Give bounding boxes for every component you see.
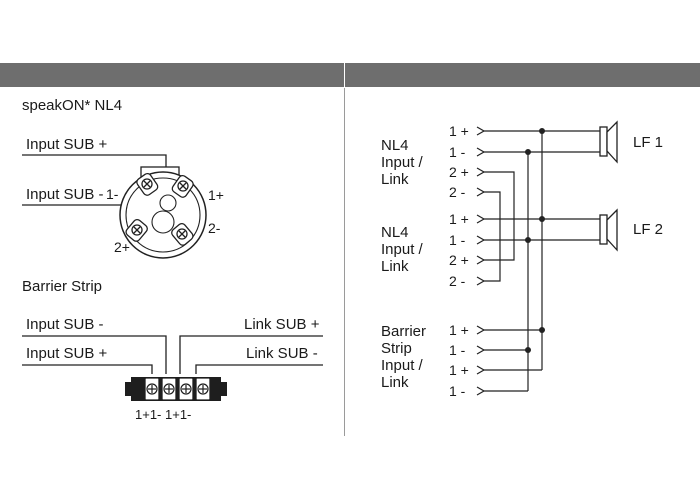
svg-text:Input /: Input / (381, 154, 424, 171)
speakon-pin-2-plus: 2+ (114, 239, 130, 255)
speaker-lf1-icon (599, 120, 618, 164)
svg-text:Strip: Strip (381, 340, 412, 357)
barrier-label: Barrier Strip (22, 278, 102, 295)
group-1-label: NL4 Input / Link (381, 137, 424, 188)
speakon-screw-2 (171, 174, 194, 198)
header-divider (344, 63, 345, 87)
group-2-label: NL4 Input / Link (381, 224, 424, 275)
speakon-input-sub-plus-label: Input SUB + (26, 136, 108, 153)
barrier-wires (22, 335, 323, 374)
barrier-input-sub-plus-label: Input SUB + (26, 345, 108, 362)
svg-text:1 +: 1 + (449, 123, 469, 139)
svg-text:Link: Link (381, 374, 409, 391)
svg-text:1 +: 1 + (449, 362, 469, 378)
svg-text:1 +: 1 + (449, 211, 469, 227)
barrier-link-sub-plus-label: Link SUB + (244, 316, 320, 333)
svg-text:2 -: 2 - (449, 184, 466, 200)
speakon-connector (119, 166, 207, 259)
junction-dots (525, 128, 545, 353)
svg-text:1 -: 1 - (449, 342, 466, 358)
speakon-pin-1-plus: 1+ (208, 187, 224, 203)
speaker-lf2-icon (599, 208, 618, 252)
group-2-pins: 1 + 1 - 2 + 2 - (449, 211, 469, 289)
group-3-label: Barrier Strip Input / Link (381, 323, 426, 391)
speaker-lf1-label: LF 1 (633, 134, 663, 151)
barrier-terminal-labels: 1+1- 1+1- (135, 407, 191, 422)
speakon-section: speakON* NL4 Input SUB + Input SUB - (22, 97, 224, 259)
header-bar (0, 63, 700, 87)
svg-text:Barrier: Barrier (381, 323, 426, 340)
speakon-pin-2-minus: 2- (208, 220, 221, 236)
svg-text:1 +: 1 + (449, 322, 469, 338)
group-1-pins: 1 + 1 - 2 + 2 - (449, 123, 469, 200)
schematic-section: NL4 Input / Link NL4 Input / Link Barrie… (381, 120, 663, 399)
svg-text:NL4: NL4 (381, 224, 409, 241)
svg-text:1 -: 1 - (449, 383, 466, 399)
barrier-strip (125, 377, 227, 401)
svg-text:2 -: 2 - (449, 273, 466, 289)
speaker-lf2-label: LF 2 (633, 221, 663, 238)
speakon-pin-1-minus: 1- (106, 186, 119, 202)
schematic-wiring (476, 126, 600, 396)
svg-text:2 +: 2 + (449, 164, 469, 180)
speakon-label: speakON* NL4 (22, 97, 122, 114)
svg-text:Input /: Input / (381, 241, 424, 258)
svg-text:NL4: NL4 (381, 137, 409, 154)
speakon-screw-3 (125, 218, 148, 242)
column-divider (344, 88, 345, 436)
barrier-section: Barrier Strip Input SUB - Input SUB + Li… (22, 278, 323, 422)
schematic-title: Internal Schematic (455, 3, 590, 20)
svg-text:Input /: Input / (381, 357, 424, 374)
connector-title: Connector (134, 3, 210, 20)
barrier-link-sub-minus-label: Link SUB - (246, 345, 318, 362)
svg-text:Link: Link (381, 258, 409, 275)
speakon-screw-1 (136, 172, 159, 196)
speakon-screw-4 (171, 222, 194, 246)
svg-text:1 -: 1 - (449, 144, 466, 160)
svg-text:2 +: 2 + (449, 252, 469, 268)
speakon-input-sub-minus-label: Input SUB - (26, 186, 104, 203)
group-3-pins: 1 + 1 - 1 + 1 - (449, 322, 469, 399)
barrier-input-sub-minus-label: Input SUB - (26, 316, 104, 333)
svg-text:1 -: 1 - (449, 232, 466, 248)
svg-text:Link: Link (381, 171, 409, 188)
